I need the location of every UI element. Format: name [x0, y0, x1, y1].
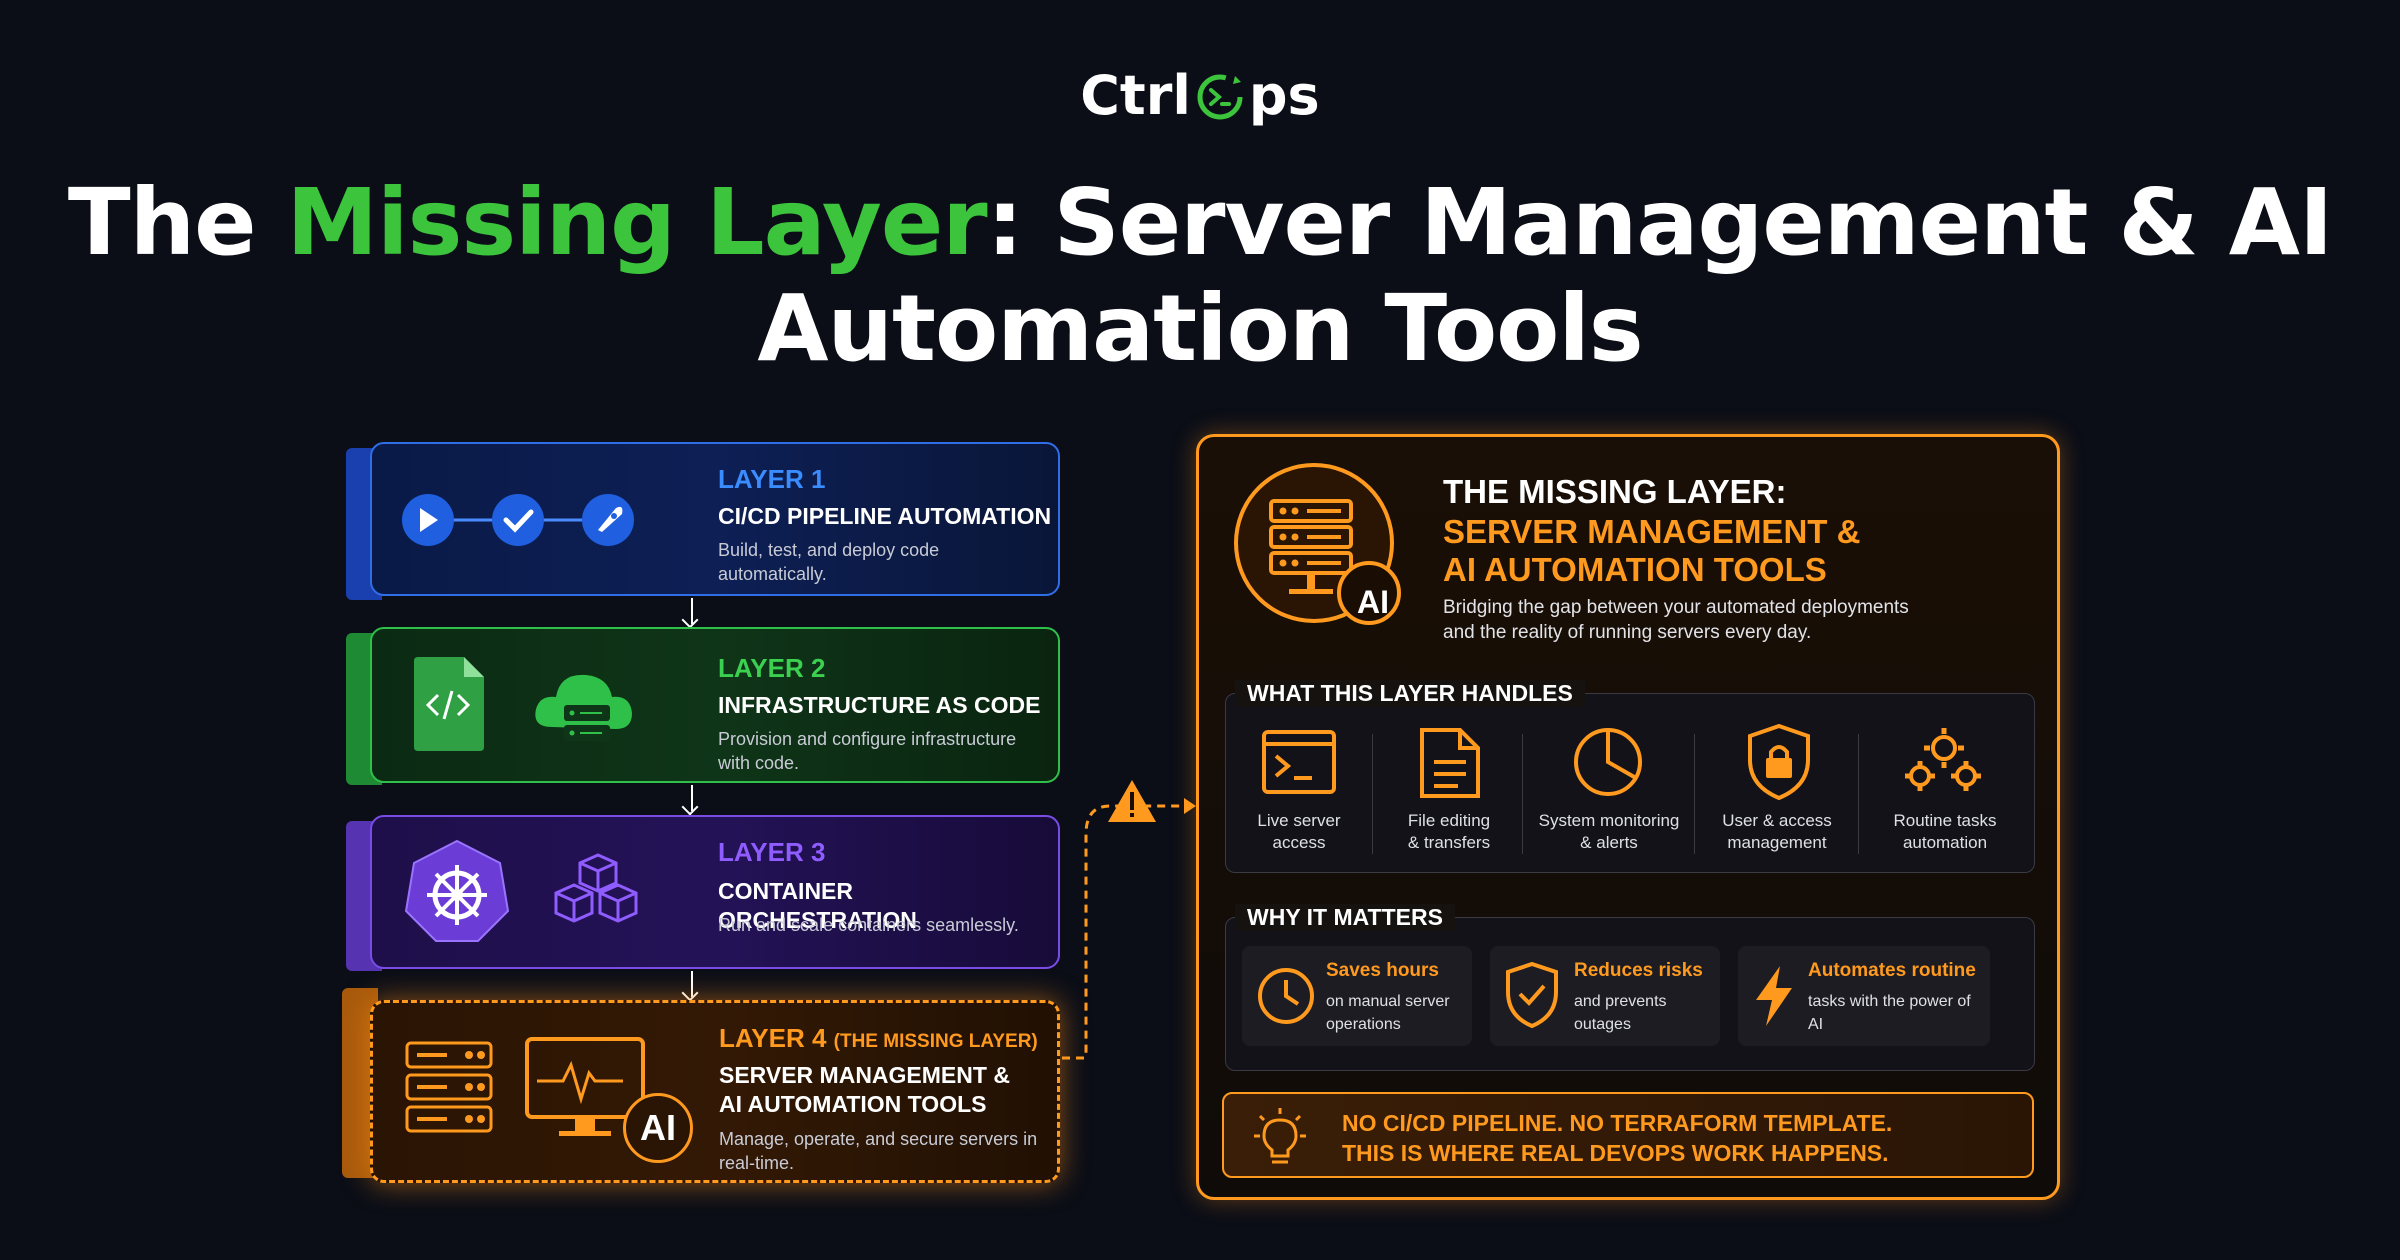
- arrow-down-2: [691, 785, 693, 811]
- kubernetes-icon: [404, 839, 510, 942]
- clock-icon: [1258, 968, 1314, 1024]
- rocket-icon: [582, 494, 634, 546]
- handle-file-editing: File editing& transfers: [1407, 811, 1491, 852]
- matters-section: Saves hours on manual server operations …: [1225, 917, 2035, 1071]
- layer-4-number-line: LAYER 4 (THE MISSING LAYER): [719, 1023, 1038, 1054]
- layer-3-number: LAYER 3: [718, 837, 826, 867]
- matter-2-title: Reduces risks: [1574, 960, 1703, 981]
- layer-3-card: LAYER 3 CONTAINER ORCHESTRATION Run and …: [370, 815, 1060, 969]
- dashed-connector: [1062, 780, 1196, 1060]
- panel-title-line-1: THE MISSING LAYER:: [1443, 473, 1787, 510]
- ai-badge: AI: [623, 1093, 693, 1163]
- logo-text-right: ps: [1248, 63, 1320, 127]
- layer-4-card: AI LAYER 4 (THE MISSING LAYER) SERVER MA…: [370, 1000, 1060, 1183]
- layer-3-heading: CONTAINER ORCHESTRATION: [718, 878, 917, 933]
- pie-chart-icon: [1574, 728, 1642, 796]
- layer-4-tag: (THE MISSING LAYER): [833, 1031, 1038, 1052]
- layer-4-heading-line-2: AI AUTOMATION TOOLS: [719, 1091, 987, 1117]
- containers-cubes-icon: [554, 853, 638, 923]
- pipeline-icons: [402, 494, 634, 546]
- layer-2-number: LAYER 2: [718, 653, 826, 683]
- panel-title-line-3: AI AUTOMATION TOOLS: [1443, 551, 1827, 588]
- page-title: The Missing Layer: Server Management & A…: [0, 170, 2400, 382]
- layer-2-card: LAYER 2 INFRASTRUCTURE AS CODE Provision…: [370, 627, 1060, 783]
- matter-reduces-risks: Reduces risks and prevents outages: [1490, 946, 1720, 1046]
- matter-2-desc: and prevents outages: [1574, 993, 1667, 1033]
- handle-monitoring: System monitoring& alerts: [1538, 811, 1680, 852]
- layer-2-description: Provision and configure infrastructure w…: [718, 729, 1017, 773]
- layer-1-description: Build, test, and deploy code automatical…: [718, 540, 940, 584]
- panel-subtitle: Bridging the gap between your automated …: [1443, 597, 1909, 643]
- lightning-icon: [1756, 966, 1792, 1026]
- check-icon: [492, 494, 544, 546]
- server-rack-icon: [405, 1041, 493, 1133]
- logo-text-left: Ctrl: [1080, 63, 1191, 127]
- arrow-down-3: [691, 971, 693, 997]
- title-part-1: The: [67, 169, 287, 276]
- layer-2-heading: INFRASTRUCTURE AS CODE: [718, 692, 1041, 718]
- ctrlops-logo: Ctrl ps: [0, 60, 2400, 130]
- file-icon: [1420, 728, 1480, 798]
- bottom-line-2: THIS IS WHERE REAL DEVOPS WORK HAPPENS.: [1342, 1140, 1889, 1166]
- matter-3-title: Automates routine: [1808, 960, 1976, 981]
- matters-section-title: WHY IT MATTERS: [1235, 904, 1455, 931]
- monitor-ai-icon: [525, 1037, 645, 1136]
- missing-layer-panel: AI THE MISSING LAYER: SERVER MANAGEMENT …: [1196, 434, 2060, 1200]
- terminal-icon: [1262, 730, 1336, 794]
- cloud-server-icon: [535, 674, 632, 741]
- panel-title-line-2: SERVER MANAGEMENT &: [1443, 513, 1861, 550]
- warning-icon: [1108, 780, 1156, 822]
- play-icon: [402, 494, 454, 546]
- layer-4-heading-line-1: SERVER MANAGEMENT &: [719, 1062, 1010, 1088]
- title-part-2: : Server Management & AI: [986, 169, 2334, 276]
- layer-1-number: LAYER 1: [718, 464, 826, 494]
- code-file-icon: [414, 657, 484, 751]
- matter-1-desc: on manual server operations: [1326, 993, 1450, 1033]
- layer-4-number: LAYER 4: [719, 1023, 827, 1053]
- matter-3-desc: tasks with the power of AI: [1808, 993, 1971, 1033]
- matter-1-title: Saves hours: [1326, 960, 1439, 981]
- logo-terminal-ring-icon: [1195, 70, 1245, 120]
- gears-icon: [1905, 728, 1981, 791]
- bottom-banner: NO CI/CD PIPELINE. NO TERRAFORM TEMPLATE…: [1222, 1092, 2034, 1178]
- lightbulb-icon: [1254, 1108, 1306, 1164]
- title-line-2: Automation Tools: [757, 275, 1643, 382]
- shield-lock-icon: [1748, 724, 1810, 800]
- panel-ai-badge: AI: [1357, 583, 1389, 620]
- bottom-line-1: NO CI/CD PIPELINE. NO TERRAFORM TEMPLATE…: [1342, 1110, 1893, 1136]
- title-highlight: Missing Layer: [286, 169, 988, 276]
- layer-4-description: Manage, operate, and secure servers in r…: [719, 1129, 1038, 1173]
- handles-section-title: WHAT THIS LAYER HANDLES: [1235, 680, 1585, 707]
- layer-1-heading: CI/CD PIPELINE AUTOMATION: [718, 503, 1052, 529]
- title-line-1: The Missing Layer: Server Management & A…: [0, 170, 2400, 276]
- shield-check-icon: [1506, 962, 1558, 1028]
- layer-1-card: LAYER 1 CI/CD PIPELINE AUTOMATION Build,…: [370, 442, 1060, 596]
- server-ai-emblem-icon: [1234, 463, 1401, 625]
- matter-automates-routine: Automates routine tasks with the power o…: [1738, 946, 1990, 1046]
- layer-3-description: Run and scale containers seamlessly.: [718, 915, 1019, 935]
- matter-saves-hours: Saves hours on manual server operations: [1242, 946, 1472, 1046]
- arrow-down-1: [691, 598, 693, 624]
